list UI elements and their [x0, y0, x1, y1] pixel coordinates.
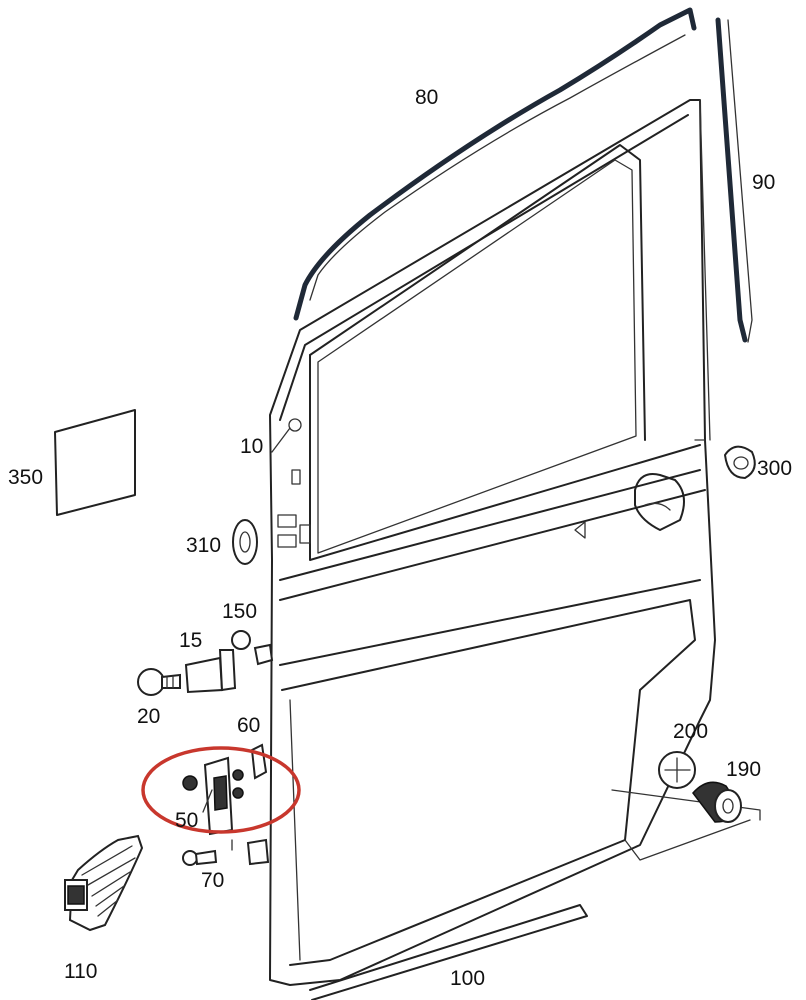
part-70-bolt	[182, 849, 218, 866]
part-190-bumper	[692, 781, 742, 823]
callout-60: 60	[237, 714, 260, 737]
callout-190: 190	[726, 758, 761, 781]
part-80-window-seal	[293, 7, 697, 321]
part-150-bush	[231, 630, 274, 666]
highlight-circle	[141, 746, 301, 834]
leader-lines	[202, 427, 291, 851]
callout-90: 90	[752, 171, 775, 194]
part-110-boot	[64, 834, 144, 932]
part-90-seal-strip	[715, 17, 748, 343]
part-50-mount	[246, 838, 270, 866]
callout-150: 150	[222, 600, 257, 623]
callout-110: 110	[64, 960, 97, 983]
callout-50: 50	[175, 809, 198, 832]
callout-10: 10	[240, 435, 263, 458]
part-15-bracket	[184, 649, 237, 694]
part-350-pad	[54, 409, 136, 516]
callout-80: 80	[415, 86, 438, 109]
part-20-screw	[137, 668, 181, 696]
callout-15: 15	[179, 629, 202, 652]
part-50-door-lock	[182, 756, 244, 836]
part-60-clip	[250, 743, 268, 780]
callout-20: 20	[137, 705, 160, 728]
callout-200: 200	[673, 720, 708, 743]
callout-70: 70	[201, 869, 224, 892]
callout-100: 100	[450, 967, 485, 990]
callout-350: 350	[8, 466, 43, 489]
callout-300: 300	[757, 457, 792, 480]
part-300-grommet	[723, 445, 756, 480]
part-200-disc	[658, 751, 696, 789]
door-shell	[269, 99, 761, 986]
part-310-plug	[232, 519, 258, 565]
part-100-sill-strip	[309, 904, 588, 1000]
callout-310: 310	[186, 534, 221, 557]
